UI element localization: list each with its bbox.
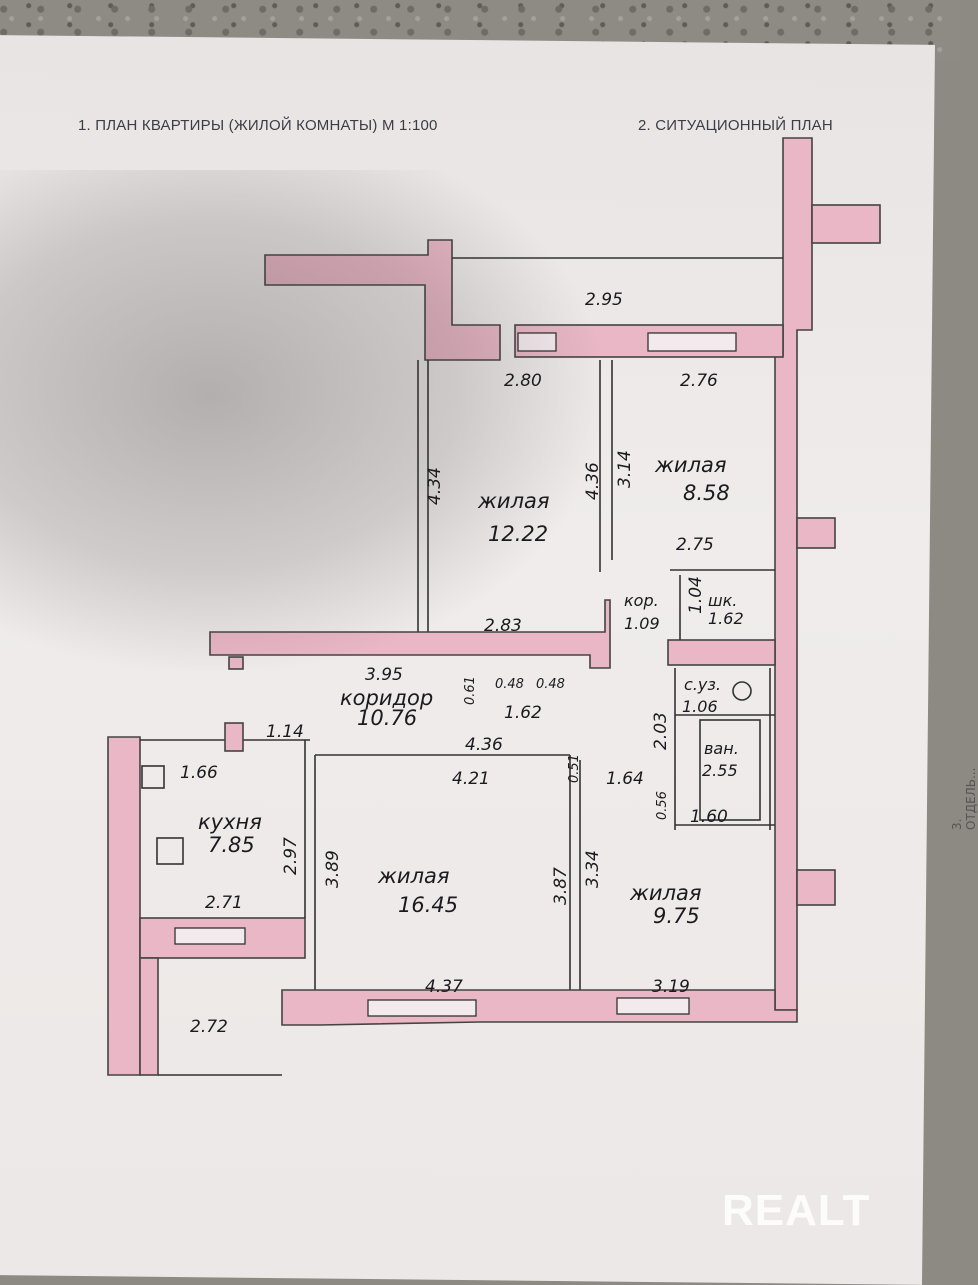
dim-12: 0.48 xyxy=(536,677,565,692)
wall-east-stub-3 xyxy=(796,869,836,906)
side-section-label: 3. ОТДЕЛЬ... xyxy=(950,767,978,830)
dim-11: 0.48 xyxy=(495,677,524,692)
wall-north xyxy=(264,239,501,361)
room-area-10: 9.75 xyxy=(653,904,700,928)
dim-4: 4.36 xyxy=(583,462,603,500)
plan-title: 1. ПЛАН КВАРТИРЫ (ЖИЛОЙ КОМНАТЫ) М 1:100 xyxy=(78,117,438,134)
room-area-3: 1.09 xyxy=(624,614,660,633)
room-name-3: кор. xyxy=(624,591,659,610)
dim-24: 3.89 xyxy=(323,850,343,888)
dim-16: 4.36 xyxy=(465,735,503,755)
room-name-2: жилая xyxy=(654,453,727,477)
room-area-1: 12.22 xyxy=(488,522,548,546)
plan-labels: жилая 12.22 жилая 8.58 жилая 16.45 жилая… xyxy=(180,290,744,1037)
wall-corridor-north xyxy=(209,599,611,669)
window-north-1 xyxy=(517,332,557,352)
dim-20: 0.56 xyxy=(655,791,670,820)
room-area-8: 7.85 xyxy=(208,833,255,857)
dim-17: 4.21 xyxy=(452,769,490,789)
dim-26: 3.34 xyxy=(583,850,603,888)
dim-10: 0.61 xyxy=(463,676,478,705)
room-area-2: 8.58 xyxy=(683,481,730,505)
room-name-10: жилая xyxy=(629,881,702,905)
wall-north-main xyxy=(514,324,784,358)
wall-east-stub-1 xyxy=(811,204,881,244)
dim-9: 3.95 xyxy=(365,665,403,685)
room-area-9: 16.45 xyxy=(398,893,458,917)
dim-22: 1.66 xyxy=(180,763,218,783)
dim-6: 2.75 xyxy=(676,535,714,555)
dim-18: 0.51 xyxy=(567,754,582,783)
dim-15: 1.14 xyxy=(266,722,304,742)
dim-28: 4.37 xyxy=(425,977,463,997)
room-area-4: 1.62 xyxy=(708,609,744,628)
dim-2: 2.76 xyxy=(680,371,718,391)
room-name-5: коридор xyxy=(340,686,433,710)
wall-small-pink xyxy=(228,656,244,670)
dim-7: 1.04 xyxy=(686,576,706,614)
dim-13: 1.62 xyxy=(504,703,542,723)
room-name-8: кухня xyxy=(198,810,262,834)
floor-plan xyxy=(107,137,881,1076)
dim-3: 4.34 xyxy=(425,467,445,505)
room-name-7: ван. xyxy=(704,739,739,758)
dim-0: 2.95 xyxy=(585,290,623,310)
window-north-2 xyxy=(647,332,737,352)
wall-stub-kitchen xyxy=(224,722,244,752)
window-south-2 xyxy=(616,997,690,1015)
dim-19: 1.64 xyxy=(606,769,644,789)
wall-balcony xyxy=(139,957,159,1076)
room-area-6: 1.06 xyxy=(682,697,718,716)
room-name-4: шк. xyxy=(708,591,737,610)
dim-8: 2.83 xyxy=(484,616,522,636)
room-name-6: с.уз. xyxy=(684,675,721,694)
wall-east-stub-2 xyxy=(796,517,836,549)
dim-14: 2.03 xyxy=(651,712,671,750)
wall-closet xyxy=(667,639,776,666)
room-area-7: 2.55 xyxy=(702,761,738,780)
window-kitchen xyxy=(174,927,246,945)
dim-30: 2.72 xyxy=(190,1017,228,1037)
situation-plan-title: 2. СИТУАЦИОННЫЙ ПЛАН xyxy=(638,117,833,134)
room-area-5: 10.76 xyxy=(357,706,417,730)
dim-21: 1.60 xyxy=(690,807,728,827)
realt-watermark: REALT xyxy=(722,1186,871,1235)
room-name-9: жилая xyxy=(377,864,450,888)
dim-29: 3.19 xyxy=(652,977,690,997)
dim-1: 2.80 xyxy=(504,371,542,391)
dim-23: 2.97 xyxy=(281,837,301,875)
room-name-1: жилая xyxy=(477,489,550,513)
window-south-1 xyxy=(367,999,477,1017)
dim-5: 3.14 xyxy=(615,450,635,488)
dim-25: 3.87 xyxy=(551,867,571,905)
dim-27: 2.71 xyxy=(205,893,243,913)
